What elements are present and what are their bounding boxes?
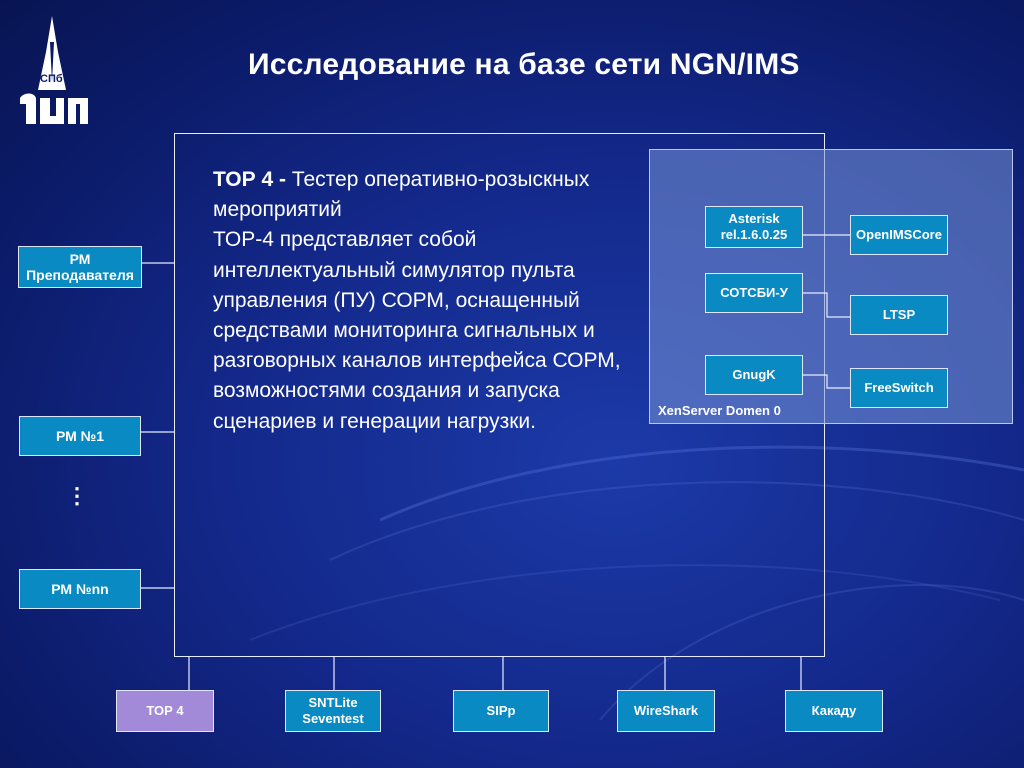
ltsp-box[interactable]: LTSP <box>850 295 948 335</box>
rm-nn-box[interactable]: РМ №nn <box>19 569 141 609</box>
tool-kakadu-box[interactable]: Какаду <box>785 690 883 732</box>
tool-sipp-box[interactable]: SIPp <box>453 690 549 732</box>
tor4-lead-rest: Тестер оперативно-розыскных мероприятий <box>213 168 590 222</box>
svg-text:СПб: СПб <box>40 73 63 85</box>
openimscore-box[interactable]: OpenIMSCore <box>850 215 948 255</box>
tor4-description: ТОР 4 - Тестер оперативно-розыскных меро… <box>213 165 633 437</box>
tor4-lead: ТОР 4 - <box>213 168 286 191</box>
more-workstations-dots: ⋮ <box>66 483 88 508</box>
freeswitch-box[interactable]: FreeSwitch <box>850 368 948 408</box>
tool-wireshark-box[interactable]: WireShark <box>617 690 715 732</box>
page-title: Исследование на базе сети NGN/IMS <box>248 48 800 81</box>
asterisk-box[interactable]: Asterisk rel.1.6.0.25 <box>705 206 803 248</box>
tool-sntlite-box[interactable]: SNTLite Seventest <box>285 690 381 732</box>
sotsbi-box[interactable]: СОТСБИ-У <box>705 273 803 313</box>
xenserver-label: XenServer Domen 0 <box>658 403 781 418</box>
tor4-body: ТОР-4 представляет собой интеллектуальны… <box>213 228 621 433</box>
tool-tor4-box[interactable]: ТОР 4 <box>116 690 214 732</box>
rm-teacher-box[interactable]: РМ Преподавателя <box>18 246 142 288</box>
spbgut-spire-logo: СПб <box>20 16 88 124</box>
gnugk-box[interactable]: GnugK <box>705 355 803 395</box>
rm-1-box[interactable]: РМ №1 <box>19 416 141 456</box>
